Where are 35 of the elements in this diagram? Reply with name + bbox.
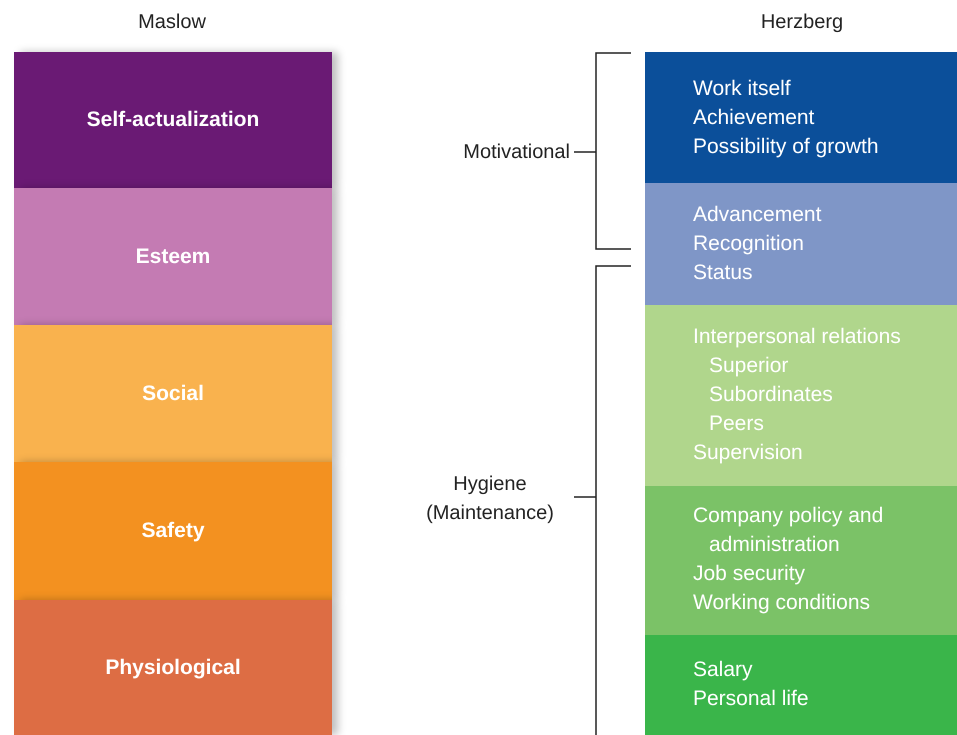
factor-label: Subordinates [708, 382, 834, 408]
factor-label: Status [693, 260, 754, 286]
factor-label: Working conditions [693, 590, 872, 616]
column-heading: Maslow [137, 10, 207, 35]
level-box [14, 462, 332, 600]
factor-label: Advancement [693, 202, 822, 228]
level-label: Physiological [105, 654, 241, 681]
factor-box [645, 183, 957, 305]
factor-box [645, 305, 957, 486]
level-box [14, 325, 332, 462]
factor-label: Superior [708, 353, 790, 379]
level-label: Social [142, 380, 204, 407]
factor-label: Supervision [693, 440, 804, 466]
group-label: Motivational [462, 140, 570, 165]
factor-box [645, 635, 957, 735]
level-box [14, 188, 332, 325]
level-box [14, 52, 332, 188]
factor-label: Personal life [693, 686, 810, 712]
factor-box [645, 52, 957, 183]
factor-label: Salary [693, 657, 754, 683]
factor-label: Interpersonal relations [693, 324, 902, 350]
factor-label: Achievement [693, 105, 816, 131]
factor-label: Recognition [693, 231, 805, 257]
level-label: Esteem [136, 244, 210, 270]
level-label: Safety [141, 518, 205, 544]
factor-label: Possibility of growth [693, 134, 880, 160]
factor-label: Peers [708, 411, 765, 437]
factor-label: Work itself [693, 76, 792, 102]
level-label: Self-actualization [86, 107, 260, 134]
group-label: Hygiene (Maintenance) [425, 472, 555, 526]
factor-label: Company policy and administration [693, 503, 884, 558]
factor-box [645, 486, 957, 635]
factor-label: Job security [693, 561, 806, 587]
level-box [14, 600, 332, 735]
column-heading: Herzberg [760, 10, 844, 35]
